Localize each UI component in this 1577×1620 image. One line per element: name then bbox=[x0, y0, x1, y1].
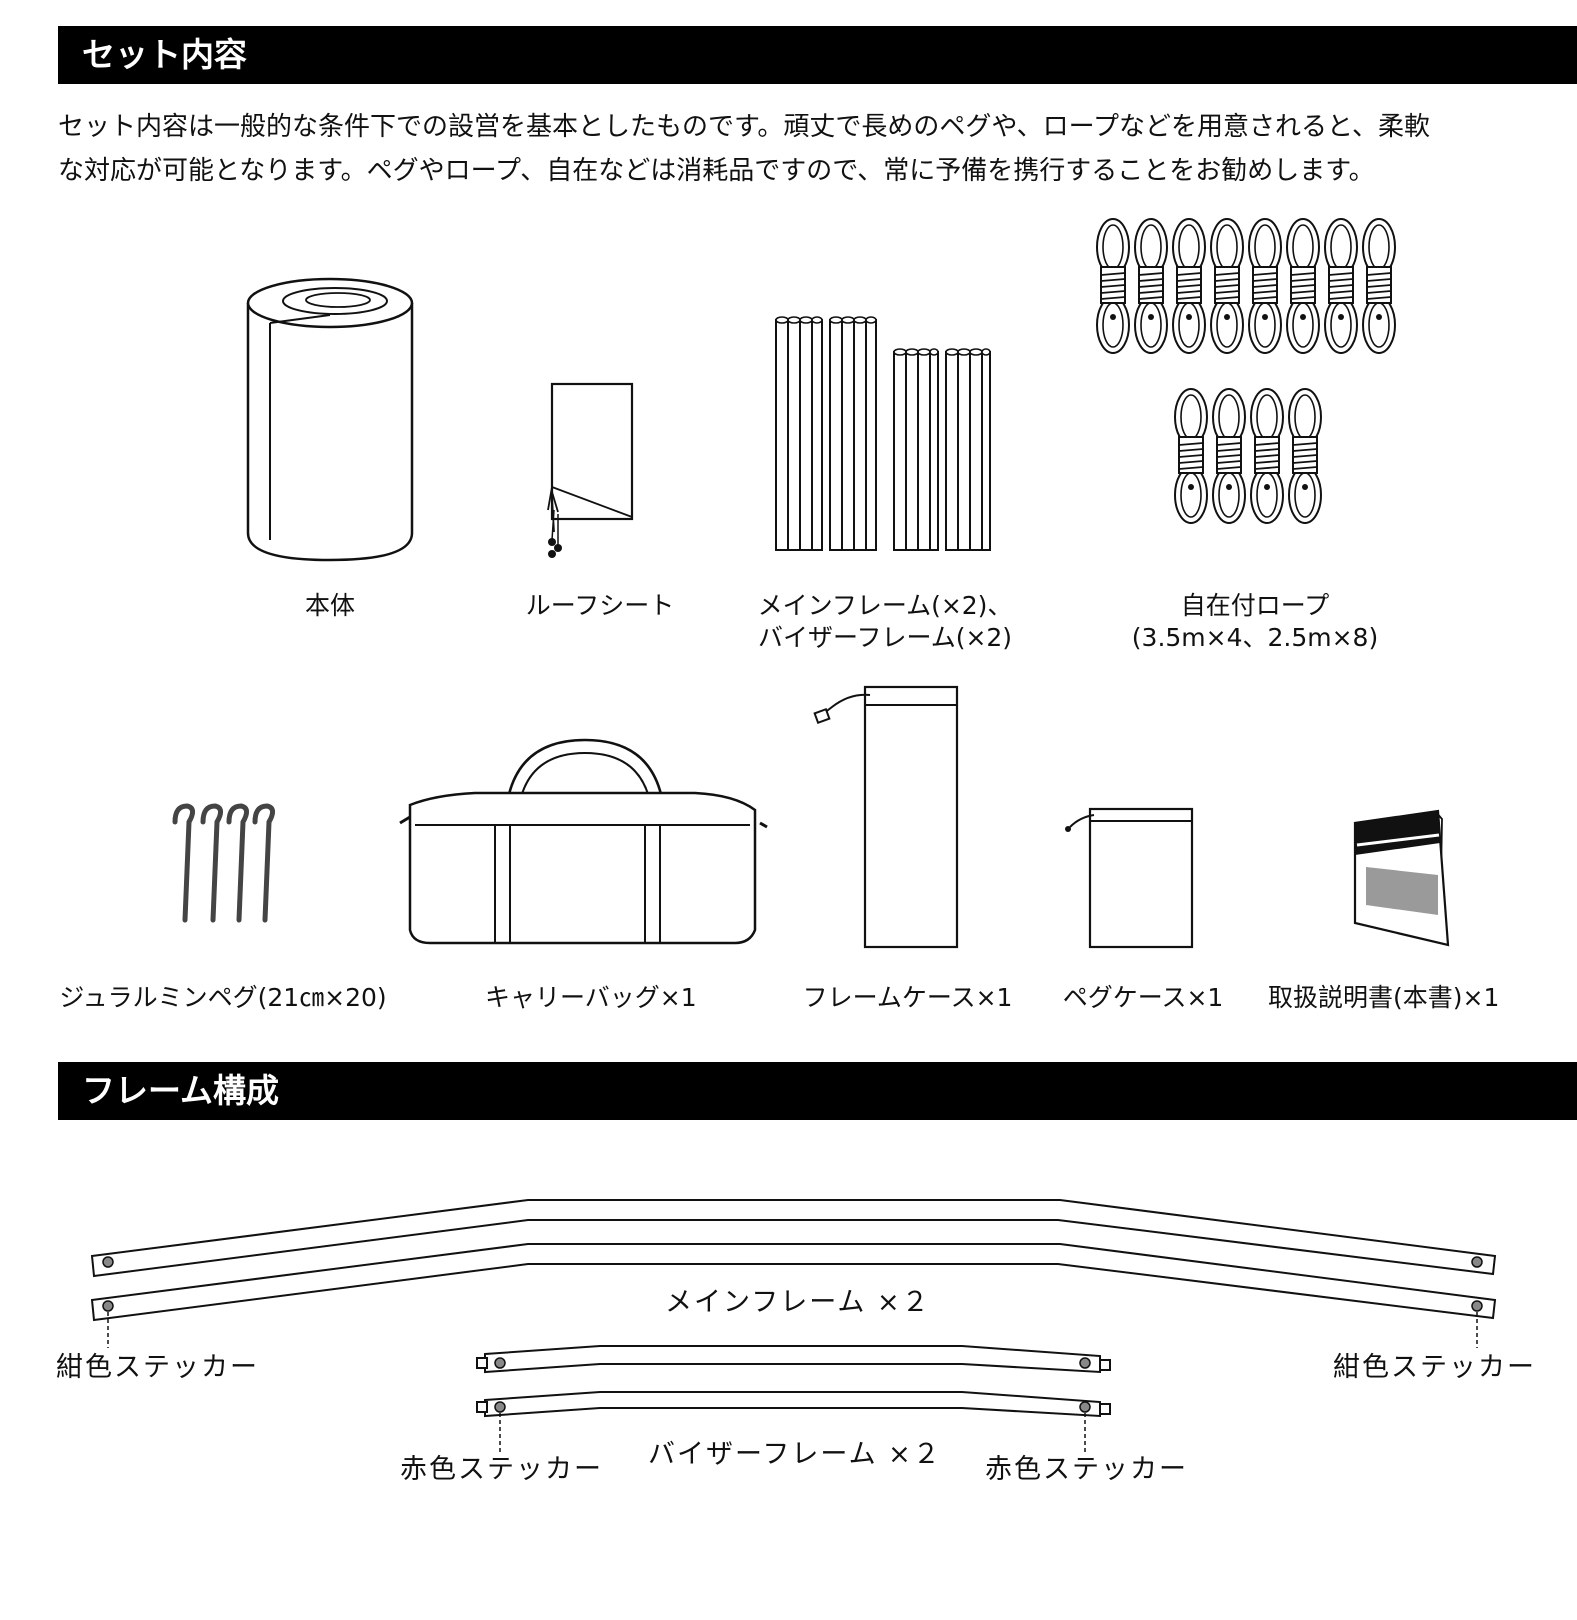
carry-bag-illustration bbox=[399, 738, 768, 945]
item-label-ropes: 自在付ロープ (3.5m×4、2.5m×8) bbox=[1115, 590, 1395, 654]
red-sticker-dot bbox=[494, 1401, 506, 1413]
item-label-pegs: ジュラルミンペグ(21㎝×20) bbox=[58, 982, 388, 1014]
frame-case-label-text: フレームケース×1 bbox=[802, 983, 1013, 1012]
section-title: フレーム構成 bbox=[82, 1071, 280, 1110]
main-frame-2 bbox=[90, 1243, 1497, 1322]
navy-sticker-dot bbox=[1471, 1256, 1483, 1268]
item-label-carry-bag: キャリーバッグ×1 bbox=[485, 982, 697, 1014]
pegs-label-text: ジュラルミンペグ(21㎝×20) bbox=[59, 983, 387, 1012]
pegs-illustration bbox=[172, 803, 275, 923]
section-header-set-contents: セット内容 bbox=[58, 26, 1577, 84]
visor-frame-label: バイザーフレーム ×２ bbox=[648, 1439, 942, 1470]
frames-label-line-2: バイザーフレーム(×2) bbox=[757, 623, 1013, 652]
frames-label-line-1: メインフレーム(×2)、 bbox=[757, 591, 1013, 620]
red-sticker-dot bbox=[1079, 1357, 1091, 1369]
roof-sheet-illustration bbox=[547, 382, 634, 558]
intro-line-2: な対応が可能となります。ペグやロープ、自在などは消耗品ですので、常に予備を携行す… bbox=[58, 156, 1375, 186]
item-label-body: 本体 bbox=[290, 590, 370, 622]
item-label-roof-sheet: ルーフシート bbox=[525, 590, 675, 622]
navy-sticker-label-left: 紺色ステッカー bbox=[56, 1352, 259, 1383]
navy-sticker-label-right: 紺色ステッカー bbox=[1333, 1352, 1536, 1383]
red-sticker-label-left: 赤色ステッカー bbox=[400, 1454, 603, 1485]
visor-frame-2 bbox=[484, 1391, 1101, 1418]
navy-sticker-dot bbox=[1471, 1300, 1483, 1312]
visor-frame-1 bbox=[484, 1345, 1101, 1374]
navy-sticker-dot bbox=[102, 1256, 114, 1268]
peg-case-illustration bbox=[1065, 807, 1194, 949]
item-label-frames: メインフレーム(×2)、 バイザーフレーム(×2) bbox=[745, 590, 1025, 654]
frame-diagram bbox=[90, 1199, 1497, 1452]
body-label-text: 本体 bbox=[304, 591, 355, 620]
ropes-label-line-1: 自在付ロープ bbox=[1180, 591, 1330, 620]
manual-illustration bbox=[1353, 809, 1450, 947]
rope-coil-row-1 bbox=[1096, 218, 1396, 354]
red-sticker-dot bbox=[1079, 1401, 1091, 1413]
main-frame-label: メインフレーム ×２ bbox=[665, 1287, 931, 1318]
section-title: セット内容 bbox=[82, 35, 247, 74]
item-label-manual: 取扱説明書(本書)×1 bbox=[1268, 982, 1577, 1014]
intro-line-1: セット内容は一般的な条件下での設営を基本としたものです。頑丈で長めのペグや、ロー… bbox=[58, 112, 1431, 142]
roof-sheet-label-text: ルーフシート bbox=[525, 591, 675, 620]
peg-case-label-text: ペグケース×1 bbox=[1062, 983, 1224, 1012]
tent-body-illustration bbox=[246, 277, 414, 562]
ropes-label-line-2: (3.5m×4、2.5m×8) bbox=[1131, 623, 1379, 652]
navy-sticker-dot bbox=[102, 1300, 114, 1312]
section-header-frame-structure: フレーム構成 bbox=[58, 1062, 1577, 1120]
item-label-frame-case: フレームケース×1 bbox=[800, 982, 1015, 1014]
frames-illustration bbox=[775, 316, 991, 551]
frame-case-illustration bbox=[813, 685, 959, 949]
item-label-peg-case: ペグケース×1 bbox=[1058, 982, 1228, 1014]
manual-label-text: 取扱説明書(本書)×1 bbox=[1268, 983, 1500, 1012]
red-sticker-label-right: 赤色ステッカー bbox=[985, 1454, 1188, 1485]
carry-bag-label-text: キャリーバッグ×1 bbox=[485, 983, 697, 1012]
rope-coil-row-2 bbox=[1174, 388, 1322, 524]
main-frame-1 bbox=[90, 1199, 1497, 1278]
intro-paragraph: セット内容は一般的な条件下での設営を基本としたものです。頑丈で長めのペグや、ロー… bbox=[58, 105, 1577, 193]
ropes-illustration bbox=[1096, 218, 1396, 524]
red-sticker-dot bbox=[494, 1357, 506, 1369]
